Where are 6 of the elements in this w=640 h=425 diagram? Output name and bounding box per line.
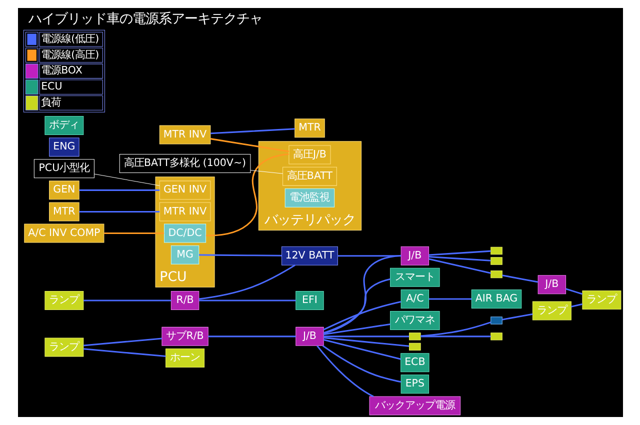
- legend-label: 電源線(高圧): [40, 48, 99, 61]
- diagram-title: ハイブリッド車の電源系アーキテクチャ: [28, 12, 262, 27]
- legend-label: ECU: [40, 80, 62, 93]
- legend-label: 負荷: [40, 96, 61, 109]
- legend-label: 電源線(低圧): [40, 32, 99, 45]
- legend-label: 電源BOX: [40, 64, 82, 77]
